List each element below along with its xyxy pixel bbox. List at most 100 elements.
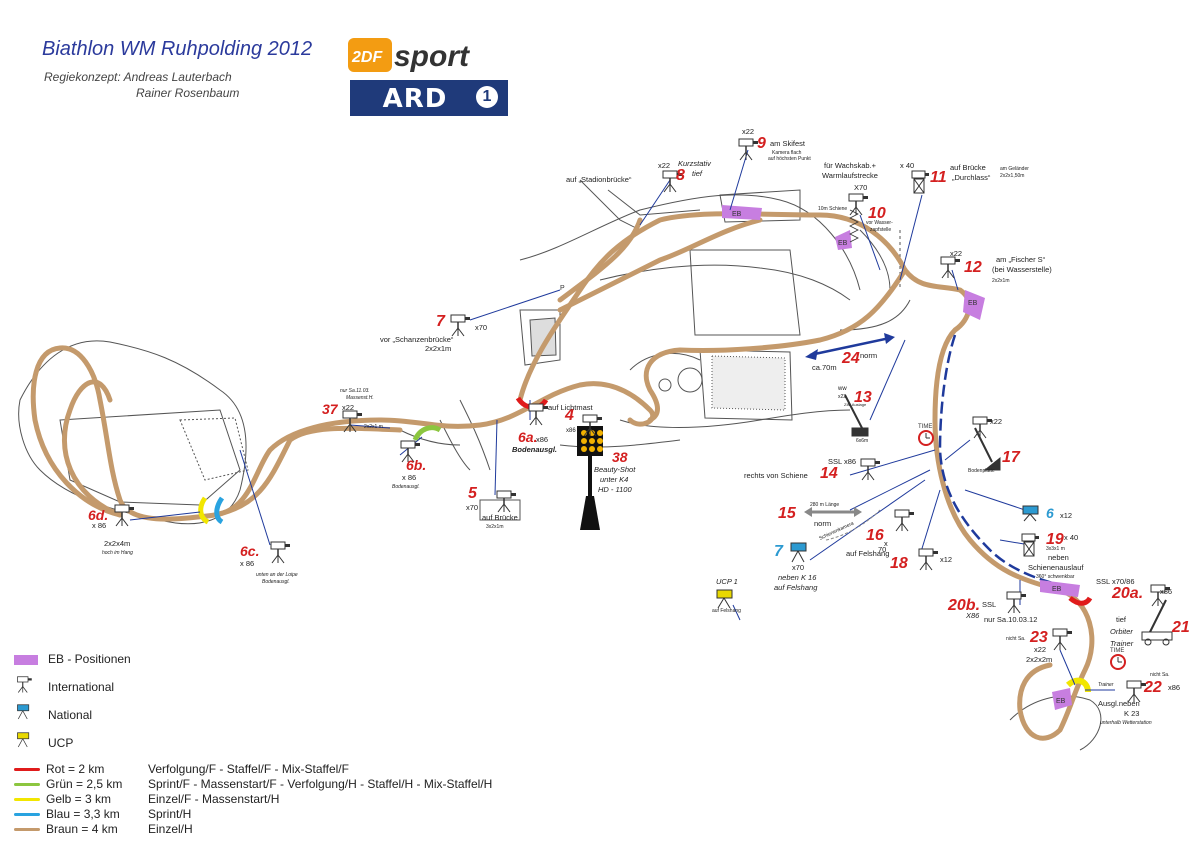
time-label: TIME — [1110, 648, 1124, 654]
pos-6a-number: 6a. — [518, 429, 537, 445]
pos-4-desc: auf Lichtmast — [548, 403, 594, 412]
pos-11-zoom: x 40 — [900, 161, 914, 170]
pos-14-desc: rechts von Schiene — [744, 471, 808, 480]
pos-20a-zoom: x86 — [1160, 587, 1172, 596]
pos-13-zoom: x22 — [838, 394, 846, 400]
ucp1-note: auf Felshang — [712, 608, 741, 614]
camera-7-national[interactable] — [790, 542, 807, 563]
camera-ucp1[interactable] — [716, 589, 733, 609]
pos-6c-desc2: Bodenausgl. — [262, 579, 290, 585]
pos-13-number: 13 — [854, 389, 872, 406]
pos-13-size: 6x6m — [856, 438, 868, 444]
pos-22-zoom: x86 — [1168, 683, 1180, 692]
range-arrow-24-head — [884, 333, 895, 344]
camera-6a[interactable] — [528, 403, 549, 426]
legend-line-label: Grün = 2,5 km — [46, 777, 123, 791]
pos-17-zoom: x22 — [990, 417, 1002, 426]
pos-24-distance: ca.70m — [812, 363, 837, 372]
camera-20b[interactable] — [1006, 591, 1027, 614]
pos-12-size: 2x2x1m — [992, 278, 1010, 284]
camera-5[interactable] — [496, 490, 517, 513]
crane-21[interactable] — [1141, 599, 1173, 646]
camera-7[interactable] — [450, 314, 471, 337]
p-label: P — [560, 285, 565, 292]
legend-line-desc: Einzel/H — [148, 822, 193, 836]
pos-7n-desc1: neben K 16 — [778, 573, 817, 582]
pos-9-desc2: Kamera flach — [772, 150, 802, 156]
camera-16[interactable] — [894, 509, 915, 532]
subtitle-director-2: Rainer Rosenbaum — [136, 86, 240, 100]
camera-6-national[interactable] — [1022, 505, 1039, 522]
pos-19-desc2: Schienenauslauf — [1028, 563, 1084, 572]
pos-20a-trainer: Trainer — [1110, 639, 1134, 648]
pos-10-rail: 10m Schiene — [818, 206, 847, 212]
camera-23[interactable] — [1052, 628, 1073, 651]
pos-19-desc3: 360° schwenkbar — [1036, 574, 1075, 580]
pos-20b-zoom: X86 — [965, 611, 980, 620]
pos-15-norm: norm — [814, 519, 831, 528]
pos-22-note: nicht Sa. — [1150, 672, 1169, 678]
rail-16 — [825, 509, 881, 541]
pos-7-number: 7 — [436, 313, 446, 330]
svg-text:sport: sport — [394, 40, 471, 72]
camera-19[interactable] — [1021, 533, 1040, 557]
pos-11-note: am Geländer — [1000, 166, 1029, 172]
camera-11[interactable] — [911, 170, 930, 194]
line-swatch-gelb — [14, 798, 40, 801]
course-braun — [30, 211, 1095, 741]
ard-logo: ARD 1 — [350, 80, 508, 116]
camera-14[interactable] — [860, 458, 881, 481]
crane-13[interactable] — [844, 394, 869, 437]
pos-16-zoom: 70 — [878, 545, 886, 554]
pos-37-note1: nur Sa.11.03. — [340, 388, 370, 394]
pos-17-desc: Bodenplatte — [968, 468, 995, 474]
pos-9-desc: am Skifest — [770, 139, 806, 148]
pos-10-note1: vor Wasser- — [866, 220, 893, 226]
pos-8-desc2: tief — [692, 169, 703, 178]
legend-line-label: Braun = 4 km — [46, 822, 118, 836]
camera-national-icon — [17, 704, 30, 720]
range-arrow-15-head — [854, 507, 862, 517]
pos-7-national-number: 7 — [774, 543, 784, 560]
crane-17[interactable] — [974, 427, 1001, 471]
legend-ucp-label: UCP — [48, 736, 74, 750]
pos-17-number: 17 — [1002, 449, 1021, 466]
pos-8-location: auf „Stadionbrücke“ — [566, 175, 632, 184]
terrain-outlines — [18, 179, 1102, 751]
camera-international-icon — [16, 676, 33, 694]
eb-label: EB — [1056, 698, 1066, 705]
legend-line-desc: Sprint/F - Massenstart/F - Verfolgung/H … — [148, 777, 493, 791]
pos-10-zoom: X70 — [854, 183, 867, 192]
pos-20b-number: 20b. — [947, 597, 980, 614]
pos-11-number: 11 — [930, 169, 947, 186]
pos-10-number: 10 — [868, 205, 886, 222]
time-label: TIME — [918, 424, 932, 430]
legend-line-label: Blau = 3,3 km — [46, 807, 120, 821]
pointer-lines — [129, 149, 1115, 691]
pos-8-number: 8 — [676, 167, 685, 184]
eb-label: EB — [1052, 586, 1062, 593]
pos-19-number: 19 — [1046, 531, 1064, 548]
pos-20a-ssl: SSL x70/86 — [1096, 577, 1135, 586]
camera-9[interactable] — [738, 138, 759, 161]
pos-24-label: norm — [860, 351, 877, 360]
pos-16-x: x — [884, 539, 888, 548]
camera-18[interactable] — [918, 548, 939, 571]
eb-swatch — [14, 655, 38, 665]
pos-5-zoom: x70 — [466, 503, 478, 512]
camera-10[interactable] — [848, 193, 869, 216]
pos-11-size: 2x2x1,50m — [1000, 173, 1024, 179]
pos-12-zoom: x22 — [950, 249, 962, 258]
pos-6-national-number: 6 — [1046, 505, 1054, 521]
marker-rot-20a — [1068, 596, 1093, 606]
pos-10-note2: zapfstelle — [870, 227, 891, 233]
line-swatch-blau — [14, 813, 40, 816]
pos-6a-desc: Bodenausgl. — [512, 445, 557, 454]
time-clock-icon — [1110, 654, 1126, 670]
pos-24-number: 24 — [841, 350, 860, 367]
camera-12[interactable] — [940, 256, 961, 279]
camera-6c[interactable] — [270, 541, 291, 564]
pos-38-desc: Beauty-Shot — [594, 465, 636, 474]
legend-line-label: Rot = 2 km — [46, 762, 105, 776]
